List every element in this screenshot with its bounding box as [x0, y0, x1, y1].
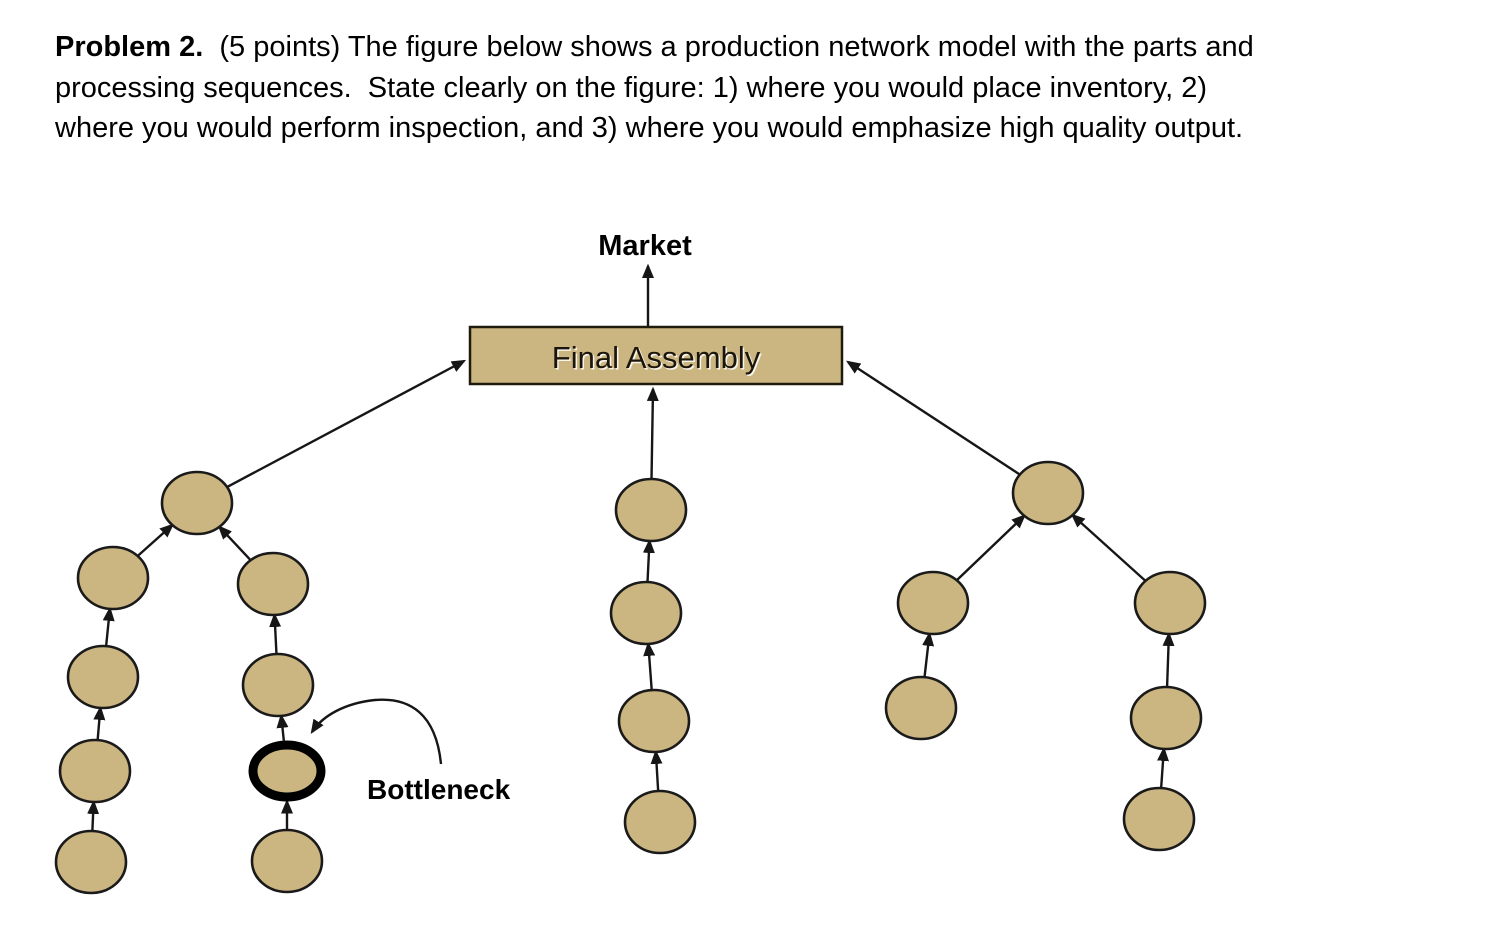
problem-statement: Problem 2. (5 points) The figure below s… — [55, 27, 1254, 149]
flow-arrow — [1162, 631, 1175, 688]
process-node — [241, 652, 315, 718]
process-node — [76, 545, 150, 611]
process-node — [250, 828, 324, 894]
process-nodes — [54, 460, 1207, 895]
process-node — [66, 644, 140, 710]
problem-line-3-text: where you would perform inspection, and … — [55, 112, 1244, 144]
final-assembly-label: Final Assembly — [552, 340, 761, 375]
flow-arrows — [87, 359, 1175, 832]
flow-arrow — [136, 523, 175, 557]
problem-number: Problem 2. — [55, 31, 204, 63]
process-node — [617, 688, 691, 754]
problem-line-3: where you would perform inspection, and … — [55, 108, 1254, 149]
process-node — [236, 551, 310, 617]
process-node — [1122, 786, 1196, 852]
process-node — [623, 789, 697, 855]
process-node — [609, 580, 683, 646]
flow-arrow — [1157, 746, 1170, 789]
market-label: Market — [598, 230, 692, 262]
flow-arrow — [87, 799, 100, 832]
flow-arrow-to-assembly — [226, 359, 467, 489]
process-node — [884, 675, 958, 741]
flow-arrow — [93, 705, 106, 741]
flow-arrow — [643, 641, 656, 691]
problem-line-2-text: processing sequences. State clearly on t… — [55, 71, 1208, 104]
flow-arrow — [269, 612, 282, 655]
flow-arrow-to-assembly — [845, 360, 1021, 476]
problem-line-2: processing sequences. State clearly on t… — [55, 68, 1254, 109]
bottleneck-node — [248, 740, 326, 802]
flow-arrow — [1070, 513, 1147, 582]
process-node — [54, 829, 128, 895]
problem-line-1-text: (5 points) The figure below shows a prod… — [203, 31, 1254, 63]
flow-arrow — [955, 514, 1026, 582]
flow-arrow — [650, 749, 663, 792]
bottleneck-label: Bottleneck — [367, 774, 511, 805]
process-node — [1129, 685, 1203, 751]
flow-arrow — [217, 525, 252, 561]
process-node — [58, 738, 132, 804]
final-assembly-box — [468, 325, 844, 386]
flow-arrow — [276, 713, 289, 741]
process-node — [1133, 570, 1207, 636]
problem-line-1: Problem 2. (5 points) The figure below s… — [55, 27, 1254, 68]
process-node — [614, 477, 688, 543]
flow-arrow-to-assembly — [646, 386, 659, 480]
flow-arrow — [102, 606, 115, 647]
flow-arrow — [642, 538, 655, 583]
process-node — [160, 470, 234, 536]
process-node — [896, 570, 970, 636]
flow-arrow — [922, 631, 935, 678]
process-node — [1011, 460, 1085, 526]
bottleneck-arrow — [310, 698, 443, 765]
